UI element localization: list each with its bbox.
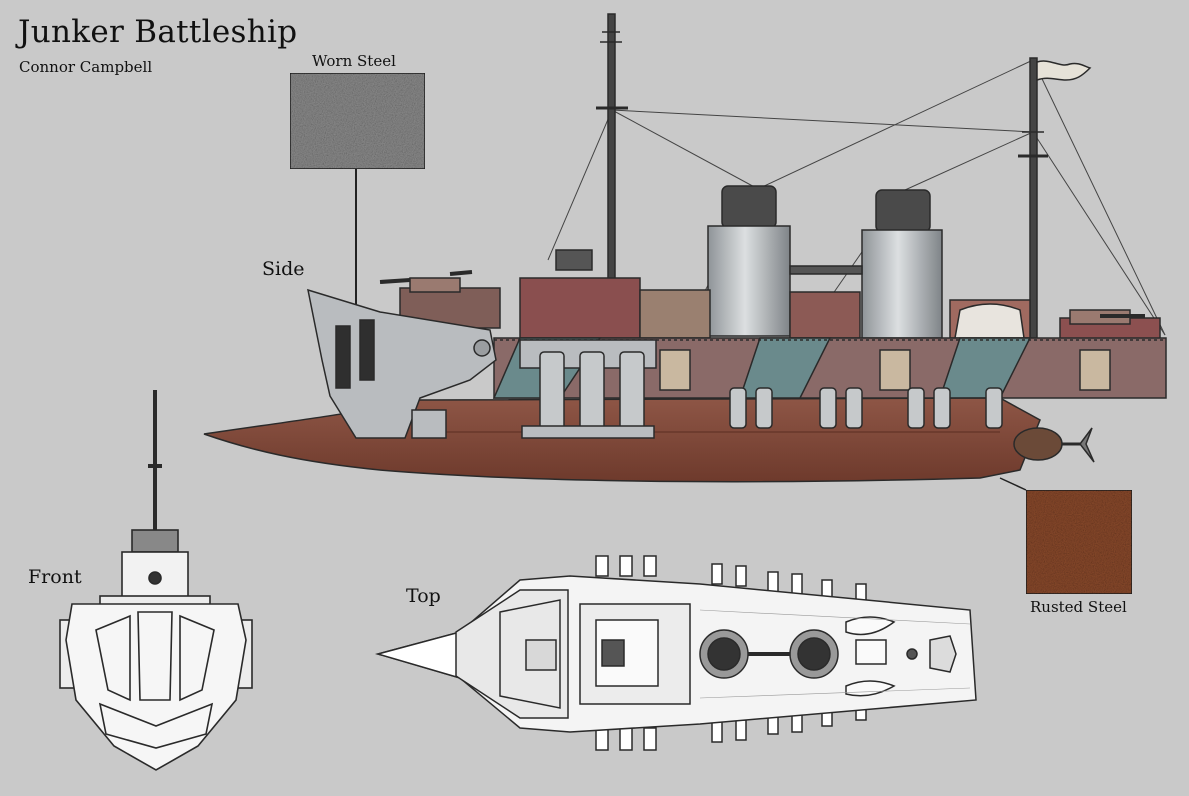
front-view-ship: [59, 390, 253, 771]
side-view-label: Side: [262, 258, 305, 280]
worn-steel-label: Worn Steel: [312, 52, 396, 70]
front-view-label: Front: [28, 566, 82, 588]
page-title: Junker Battleship: [18, 14, 298, 50]
author-credit: Connor Campbell: [19, 58, 153, 76]
top-view-ship: [375, 555, 977, 751]
top-view-label: Top: [406, 585, 441, 607]
side-view-ship: [203, 13, 1167, 483]
rusted-steel-swatch: [999, 477, 1133, 595]
worn-steel-swatch: [289, 72, 426, 330]
rusted-steel-label: Rusted Steel: [1030, 598, 1127, 616]
